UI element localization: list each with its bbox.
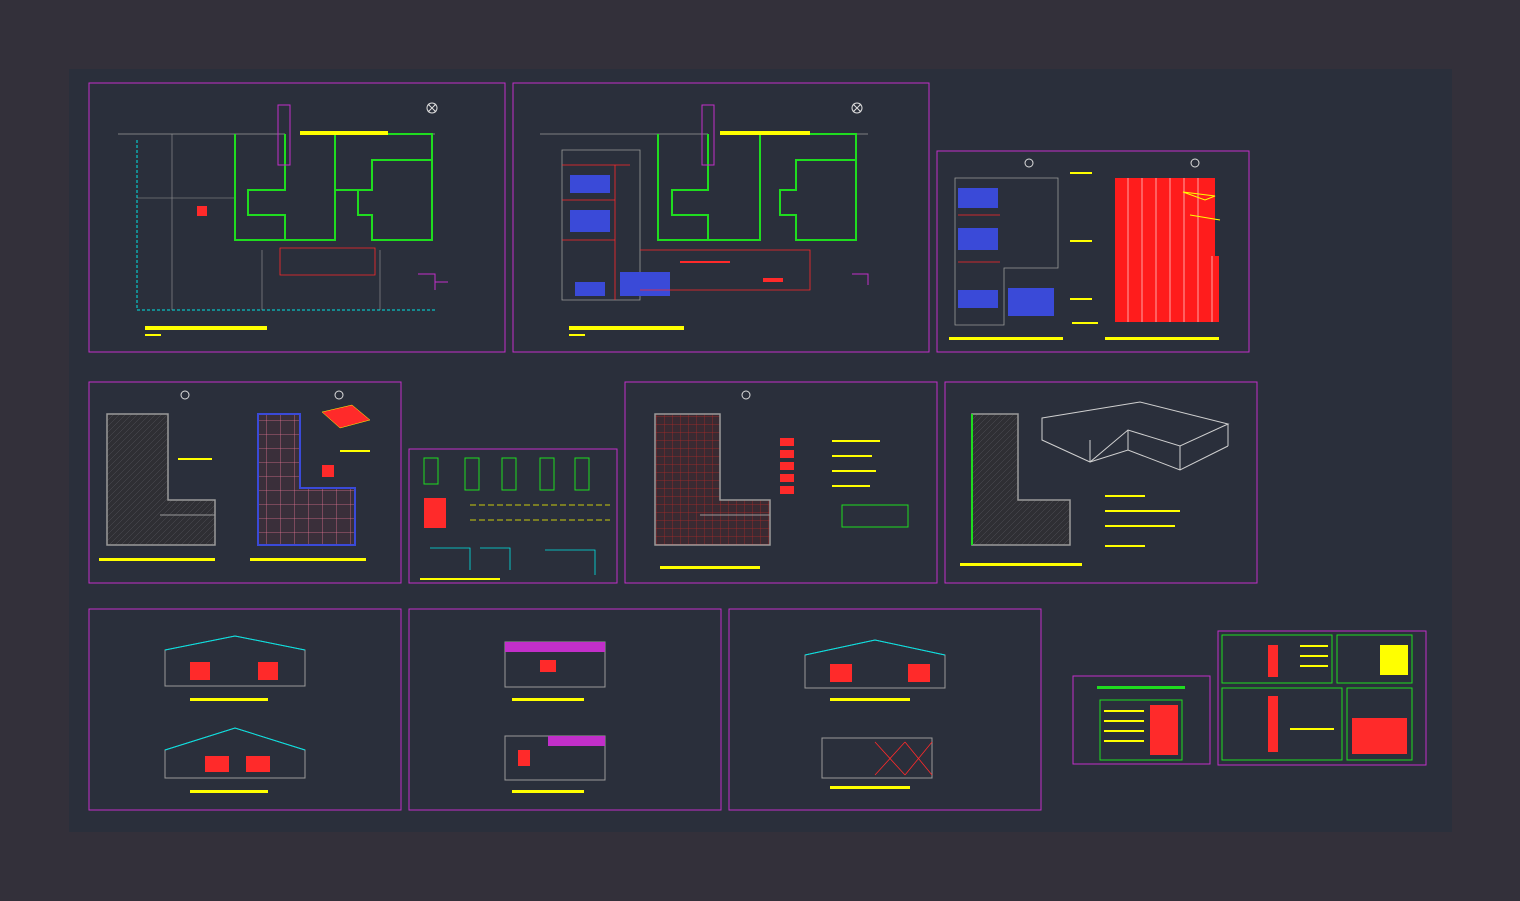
north-arrow-icon <box>1024 158 1034 168</box>
sheet-4-floor-finishes[interactable] <box>88 381 402 584</box>
sheet-3-roof-plan[interactable] <box>936 150 1250 353</box>
sheet-6-installations[interactable] <box>624 381 938 584</box>
sheet-11-notes[interactable] <box>1072 675 1211 765</box>
sheet-label-bar <box>145 326 267 330</box>
sheet-7-isometric[interactable] <box>944 381 1258 584</box>
north-arrow-icon <box>1190 158 1200 168</box>
sheet-9-sections[interactable] <box>408 608 722 811</box>
sheet-title-bar <box>300 131 388 135</box>
building-outline <box>234 133 433 241</box>
roof-slab-b <box>1115 256 1219 322</box>
roof-slab-a <box>1115 178 1215 256</box>
isometric-building <box>1041 401 1230 471</box>
north-arrow-icon <box>741 390 751 400</box>
sheet-12-schedules[interactable] <box>1217 630 1427 766</box>
sheet-8-elevations[interactable] <box>88 608 402 811</box>
north-arrow-icon <box>851 102 863 114</box>
sheet-2-floor-plan[interactable] <box>512 82 930 353</box>
site-boundary <box>136 140 435 311</box>
restroom-fixtures <box>570 175 670 296</box>
sheet-5-details[interactable] <box>408 448 618 584</box>
north-arrow-icon <box>334 390 344 400</box>
sheet-1-site-plan[interactable] <box>88 82 506 353</box>
north-arrow-icon <box>180 390 190 400</box>
north-arrow-icon <box>426 102 438 114</box>
sheet-10-sections[interactable] <box>728 608 1042 811</box>
tiled-floor <box>257 413 356 546</box>
